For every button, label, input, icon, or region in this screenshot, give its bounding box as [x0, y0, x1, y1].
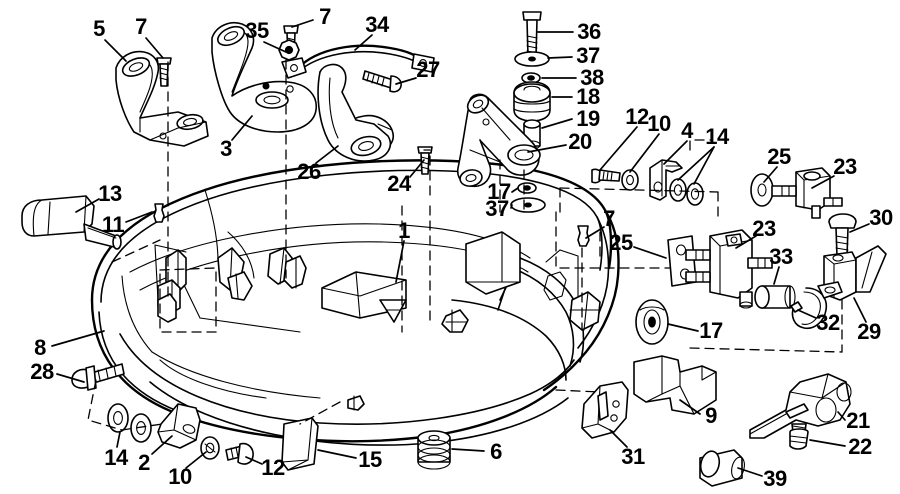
callout-25-b: 25 [609, 230, 633, 255]
part-10a-washer [621, 169, 639, 191]
callout-12-b: 12 [261, 455, 285, 480]
callout-27: 27 [416, 57, 440, 82]
part-18-mount-grommet [513, 81, 551, 122]
callout-17-a: 17 [487, 179, 511, 204]
callout-37-a: 37 [576, 43, 600, 68]
part-24-screw [417, 146, 433, 175]
part-11-pin [153, 203, 165, 223]
part-25a-washer [750, 173, 774, 207]
part-7a-screw [156, 57, 172, 87]
callout-3: 3 [220, 136, 232, 161]
callout-7-c: 7 [603, 206, 615, 231]
callout-10-b: 10 [168, 464, 192, 489]
callout-15: 15 [358, 447, 382, 472]
part-12a-screw [591, 168, 621, 184]
part-14a-washer [669, 178, 687, 202]
part-28-screw [71, 363, 125, 391]
callout-8: 8 [34, 335, 46, 360]
part-17a-washer [517, 182, 537, 194]
callout-21: 21 [846, 408, 870, 433]
callout-30: 30 [869, 205, 893, 230]
callout-17-b: 17 [699, 318, 723, 343]
leader-lines [51, 19, 870, 477]
callout-10-a: 10 [647, 111, 671, 136]
part-14c-washer [107, 403, 129, 433]
part-20-support-arm [456, 93, 541, 188]
part-10b-washer [200, 436, 220, 460]
part-15-pad [281, 417, 319, 471]
part-34-ground-strap [281, 44, 435, 79]
part-5-lift-bracket [115, 50, 209, 147]
callout-14-a: 14 [705, 124, 729, 149]
callout-11: 11 [101, 212, 125, 237]
callout-23-b: 23 [752, 216, 776, 241]
part-35-lock-washer [278, 39, 300, 61]
part-27-screw [362, 70, 402, 93]
callout-29: 29 [857, 319, 881, 344]
part-9-latch-handle [633, 355, 717, 415]
part-17b-washer [635, 299, 669, 345]
callout-4: 4 [681, 118, 693, 143]
callout-6: 6 [490, 439, 502, 464]
callout-24: 24 [387, 171, 411, 196]
part-6-grommet-stack [417, 430, 451, 470]
part-39-roller [699, 449, 745, 487]
callout-39: 39 [763, 466, 787, 491]
part-29-bracket [817, 245, 887, 301]
part-30-screw [828, 213, 857, 257]
callout-7-a: 7 [135, 14, 147, 39]
part-14b-washer [686, 182, 704, 206]
part-13-handle [21, 195, 122, 250]
callout-1: 1 [398, 218, 410, 243]
callout-23-a: 23 [833, 154, 857, 179]
callout-28: 28 [30, 359, 54, 384]
part-21-latch-lever [749, 373, 852, 439]
part-33-bushing [754, 285, 796, 309]
part-23a-latch [771, 167, 843, 219]
part-37b-washer [510, 197, 546, 213]
part-3-lift-bracket [211, 22, 317, 133]
part-26-lever [317, 63, 394, 162]
part-14d-washer [130, 413, 152, 443]
callout-12-a: 12 [625, 104, 649, 129]
callout-34: 34 [365, 12, 389, 37]
callout-38: 38 [580, 65, 604, 90]
part-37a-washer [514, 51, 550, 67]
callout-2: 2 [138, 450, 150, 475]
callout-14-c: 14 [104, 445, 128, 470]
lower-motor-cover-body [90, 159, 620, 446]
callout-5: 5 [93, 16, 105, 41]
part-31-bracket [581, 381, 629, 439]
callout-9: 9 [705, 403, 717, 428]
part-38-nut [521, 72, 541, 84]
callout-35: 35 [245, 18, 269, 43]
callout-13: 13 [98, 181, 122, 206]
callout-18: 18 [576, 84, 600, 109]
part-7c-pin [577, 225, 590, 247]
callout-25-a: 25 [767, 144, 791, 169]
callout-22: 22 [848, 434, 872, 459]
callout-32: 32 [816, 310, 840, 335]
callout-19: 19 [576, 106, 600, 131]
part-36-bolt [522, 11, 542, 57]
assembly-dashed-connectors [87, 59, 601, 431]
callout-37-b: 37 [485, 196, 509, 221]
part-2-bracket [157, 403, 201, 449]
callout-20: 20 [568, 129, 592, 154]
part-12b-screw [225, 442, 254, 465]
callout-33: 33 [769, 244, 793, 269]
callout-36: 36 [577, 19, 601, 44]
part-22-screw [789, 423, 809, 450]
callout-31: 31 [621, 444, 645, 469]
callout-26: 26 [297, 159, 321, 184]
callout-7-b: 7 [319, 4, 331, 29]
